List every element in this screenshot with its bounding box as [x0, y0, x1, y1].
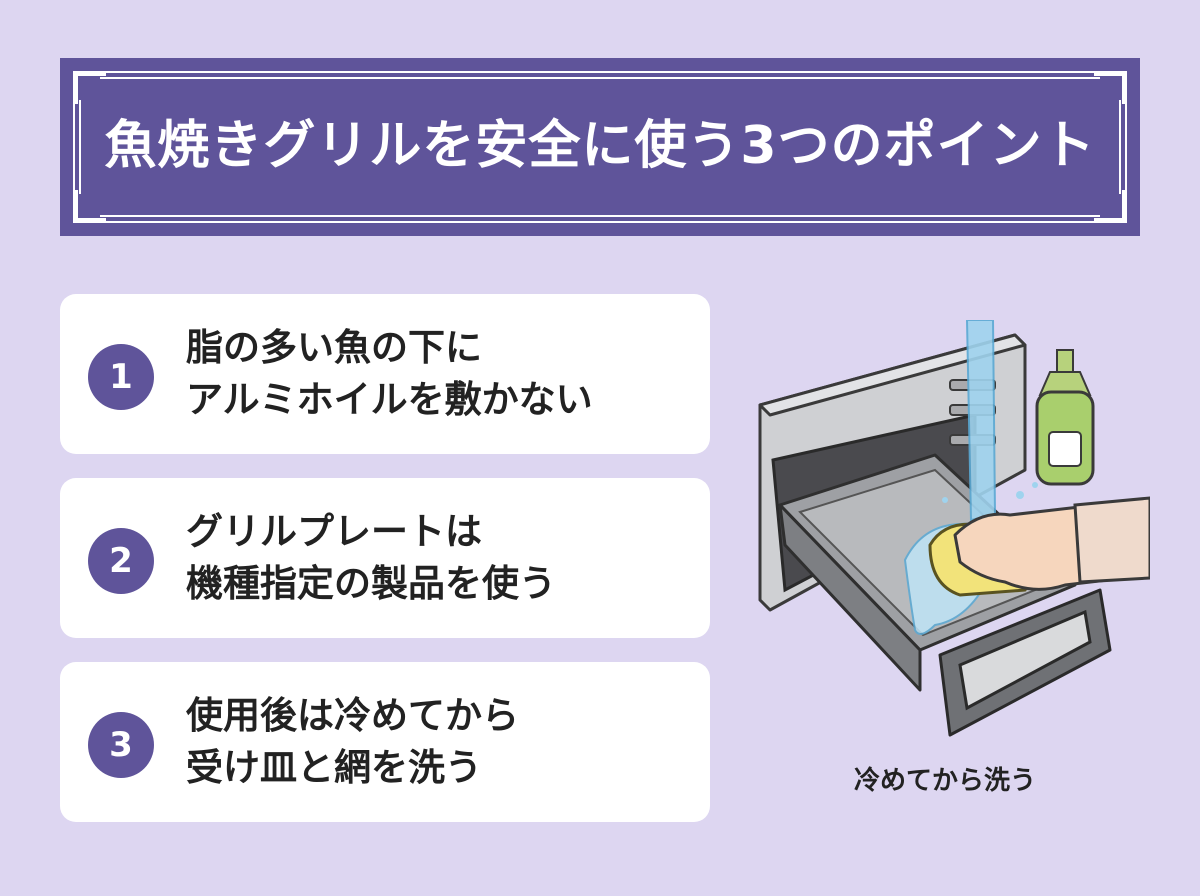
- point-text-line-2: アルミホイルを敷かない: [186, 378, 593, 421]
- point-text-line-1: グリルプレートは: [186, 510, 482, 553]
- frame-corner-bottom-left: [73, 190, 106, 223]
- point-text-line-1: 使用後は冷めてから: [186, 694, 519, 737]
- hand-icon: [953, 496, 1150, 591]
- point-card-3: 3 使用後は冷めてから 受け皿と網を洗う: [60, 662, 710, 822]
- grill-washing-illustration: [758, 320, 1150, 737]
- frame-line-top-outer: [100, 71, 1100, 73]
- point-text-line-1: 脂の多い魚の下に: [186, 326, 482, 369]
- frame-line-top-inner: [100, 77, 1100, 79]
- grill-icon: [758, 333, 1112, 737]
- point-card-2: 2 グリルプレートは 機種指定の製品を使う: [60, 478, 710, 638]
- frame-corner-bottom-right: [1094, 190, 1127, 223]
- point-text: 使用後は冷めてから 受け皿と網を洗う: [186, 690, 700, 794]
- frame-line-bottom-inner: [100, 215, 1100, 217]
- detergent-bottle-icon: [1035, 349, 1095, 486]
- frame-line-left-inner: [79, 100, 81, 194]
- frame-corner-top-right: [1094, 71, 1127, 104]
- frame-line-bottom-outer: [100, 221, 1100, 223]
- point-text: 脂の多い魚の下に アルミホイルを敷かない: [186, 322, 700, 426]
- illustration-caption: 冷めてから洗う: [853, 766, 1036, 796]
- point-number-badge: 2: [88, 528, 154, 594]
- point-card-1: 1 脂の多い魚の下に アルミホイルを敷かない: [60, 294, 710, 454]
- point-number-badge: 1: [88, 344, 154, 410]
- frame-line-right-outer: [1125, 100, 1127, 194]
- point-text: グリルプレートは 機種指定の製品を使う: [186, 506, 700, 610]
- point-number-badge: 3: [88, 712, 154, 778]
- frame-line-right-inner: [1119, 100, 1121, 194]
- frame-line-left-outer: [73, 100, 75, 194]
- frame-corner-top-left: [73, 71, 106, 104]
- page-title: 魚焼きグリルを安全に使う3つのポイント: [104, 116, 1096, 176]
- point-text-line-2: 機種指定の製品を使う: [186, 562, 556, 605]
- point-text-line-2: 受け皿と網を洗う: [186, 746, 482, 789]
- title-banner: 魚焼きグリルを安全に使う3つのポイント: [60, 58, 1140, 236]
